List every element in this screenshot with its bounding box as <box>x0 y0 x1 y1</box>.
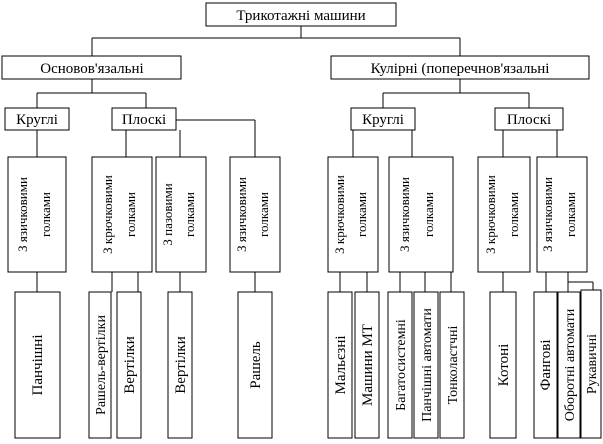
machine-label: Багатосистемні <box>394 319 409 411</box>
machine-label: Вертілки <box>173 336 189 394</box>
group-label: Основов'язальні <box>40 61 143 77</box>
machine-label: Котоні <box>496 344 512 387</box>
subgroup-label: Круглі <box>362 112 404 128</box>
machine-node: Рашель <box>237 291 273 439</box>
needle-node: З язичковими голками <box>7 156 67 273</box>
machine-label: Мальєзні <box>333 335 349 394</box>
subgroup-label: Круглі <box>16 112 58 128</box>
machine-label: Панчішні автомати <box>420 308 435 422</box>
needle-node: З язичковими голками <box>388 156 454 273</box>
machine-node: Оборотні автомати <box>557 291 581 439</box>
group-node: Кулірні (поперечнов'язальні <box>330 55 590 80</box>
connectors <box>36 26 594 292</box>
root-label: Трикотажні машини <box>236 8 365 24</box>
machine-node: Вертілки <box>116 291 142 439</box>
needle-label-line2: голками <box>123 192 138 237</box>
needle-node: З крючковими голками <box>91 156 153 273</box>
machine-label: Фангові <box>538 339 554 390</box>
machine-node: Фангові <box>533 291 558 439</box>
needle-label-line2: голками <box>38 192 53 237</box>
machine-label: Рашель <box>248 341 264 389</box>
needle-node: З пазовими голками <box>155 156 207 273</box>
machine-node: Багатосистемні <box>387 291 413 439</box>
needle-label-line2: голками <box>421 192 436 237</box>
machine-node: Мальєзні <box>327 291 353 439</box>
machine-label: Рукавичні <box>585 334 600 394</box>
machine-node: Рашель-вертілки <box>88 291 112 439</box>
needle-node: З язичковими голками <box>229 156 281 273</box>
needle-node: З крючковими голками <box>477 156 531 273</box>
needle-label-line1: З крючковими <box>332 175 347 254</box>
needle-label-line2: голками <box>354 192 369 237</box>
needle-node: З язичковими голками <box>536 156 588 273</box>
machine-node: Панчішні <box>14 291 61 439</box>
subgroup-node: Плоскі <box>494 107 564 131</box>
needle-label-line1: З язичковими <box>15 177 30 252</box>
needle-label-line1: З пазовими <box>160 183 175 245</box>
group-label: Кулірні (поперечнов'язальні <box>371 61 550 77</box>
machine-label: Машини МТ <box>360 324 376 406</box>
machine-node: Котоні <box>489 291 517 439</box>
needle-label-line1: З язичковими <box>234 177 249 252</box>
machine-node: Тонколастчні <box>439 291 465 439</box>
machine-label: Вертілки <box>122 336 138 394</box>
machine-label: Оборотні автомати <box>563 308 578 421</box>
needle-node: З крючковими голками <box>327 156 379 273</box>
root-node: Трикотажні машини <box>205 2 397 27</box>
subgroup-label: Плоскі <box>507 112 551 128</box>
subgroup-node: Плоскі <box>111 107 177 131</box>
subgroup-node: Круглі <box>350 107 416 131</box>
needle-label-line2: голками <box>182 192 197 237</box>
needle-label-line2: голками <box>506 192 521 237</box>
machine-node: Рукавичні <box>580 289 602 439</box>
machine-label: Тонколастчні <box>446 325 461 404</box>
needle-label-line1: З крючковими <box>483 175 498 254</box>
needle-label-line1: З крючковими <box>100 175 115 254</box>
needle-label-line2: голками <box>256 192 271 237</box>
group-node: Основов'язальні <box>1 55 182 80</box>
machine-node: Вертілки <box>167 291 193 439</box>
machine-node: Машини МТ <box>354 291 380 439</box>
subgroup-node: Круглі <box>4 107 70 131</box>
machine-node: Панчішні автомати <box>413 291 439 439</box>
needle-label-line2: голками <box>563 192 578 237</box>
needle-label-line1: З язичковими <box>397 177 412 252</box>
machine-label: Рашель-вертілки <box>94 315 109 415</box>
machine-label: Панчішні <box>30 335 46 396</box>
subgroup-label: Плоскі <box>122 112 166 128</box>
needle-label-line1: З язичковими <box>540 177 555 252</box>
